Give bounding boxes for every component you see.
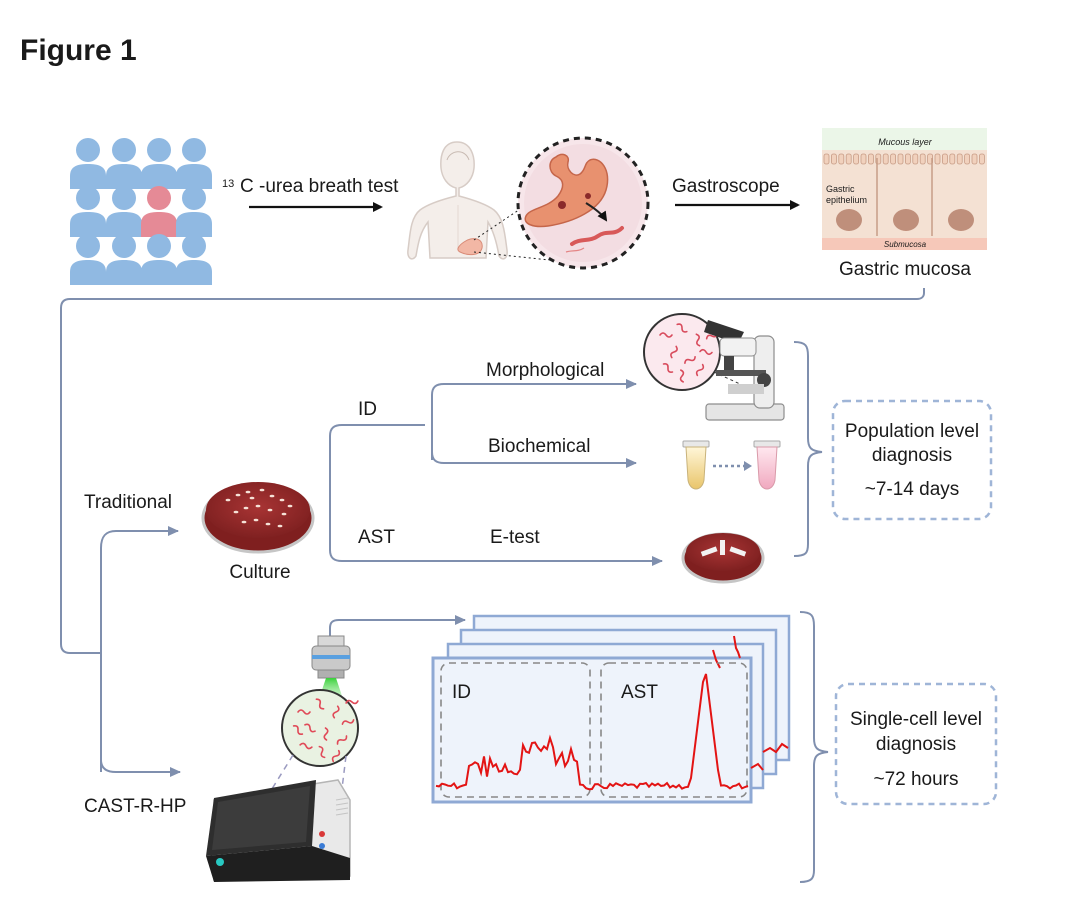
e-test-label: E-test	[490, 527, 540, 548]
single-cell-box-line2: diagnosis	[876, 734, 956, 755]
e-test-plate-icon	[681, 532, 765, 584]
main-flow-connector	[60, 288, 925, 654]
submucosa-label: Submucosa	[884, 240, 927, 249]
traditional-branch-arrow	[100, 526, 179, 549]
ast-etest-arrow	[329, 540, 663, 566]
spectrum-trace-front	[435, 673, 749, 791]
spectrum-ast-region	[600, 662, 748, 798]
spectrum-id-region	[440, 662, 591, 798]
single-cell-brace	[799, 611, 829, 883]
biochemical-tubes-icon	[682, 440, 781, 490]
population-people-icon	[70, 138, 212, 285]
population-box-line2: diagnosis	[872, 445, 952, 466]
ast-label: AST	[358, 527, 395, 548]
culture-plate-icon	[201, 482, 315, 554]
breath-test-superscript: 13	[222, 178, 234, 190]
biochemical-arrow	[431, 425, 637, 468]
single-cell-box-line1: Single-cell level	[850, 709, 982, 730]
cast-r-hp-label: CAST-R-HP	[84, 796, 186, 817]
gastric-epithelium-label-1: Gastric	[826, 184, 855, 194]
spectrum-trace-back-3	[733, 635, 741, 659]
population-diagnosis-box	[831, 399, 993, 521]
cast-branch-arrow	[100, 759, 181, 777]
gastric-mucosa-icon	[822, 128, 987, 250]
id-label: ID	[358, 399, 377, 420]
breath-test-label: C -urea breath test	[240, 176, 399, 197]
spectra-stack	[431, 614, 791, 804]
mucous-layer-label: Mucous layer	[878, 137, 933, 147]
population-box-line1: Population level	[845, 421, 979, 442]
spectrum-trace-back-2	[712, 649, 721, 669]
cast-r-hp-instrument-icon	[206, 779, 351, 882]
population-brace	[793, 341, 823, 557]
sample-magnified-icon	[261, 689, 359, 806]
gastric-mucosa-caption: Gastric mucosa	[839, 259, 971, 280]
microscope-icon	[643, 313, 785, 421]
morphological-arrow	[431, 379, 637, 460]
spectrum-id-label: ID	[452, 682, 471, 703]
single-cell-diagnosis-box	[834, 682, 998, 806]
spectrum-trace-edge-1	[762, 742, 789, 754]
stomach-magnified-icon	[516, 136, 650, 270]
gastric-epithelium-label-2: epithelium	[826, 195, 867, 205]
id-ast-connector	[329, 424, 425, 540]
traditional-label: Traditional	[84, 492, 172, 513]
culture-label: Culture	[229, 562, 290, 583]
spectrum-ast-label: AST	[621, 682, 658, 703]
human-body-icon	[407, 141, 569, 263]
gastroscope-label: Gastroscope	[672, 176, 780, 197]
single-cell-box-line3: ~72 hours	[873, 769, 958, 790]
figure-title: Figure 1	[20, 34, 137, 67]
spectrum-trace-edge-2	[750, 762, 764, 771]
morphological-label: Morphological	[486, 360, 604, 381]
population-box-line3: ~7-14 days	[865, 479, 960, 500]
biochemical-label: Biochemical	[488, 436, 590, 457]
